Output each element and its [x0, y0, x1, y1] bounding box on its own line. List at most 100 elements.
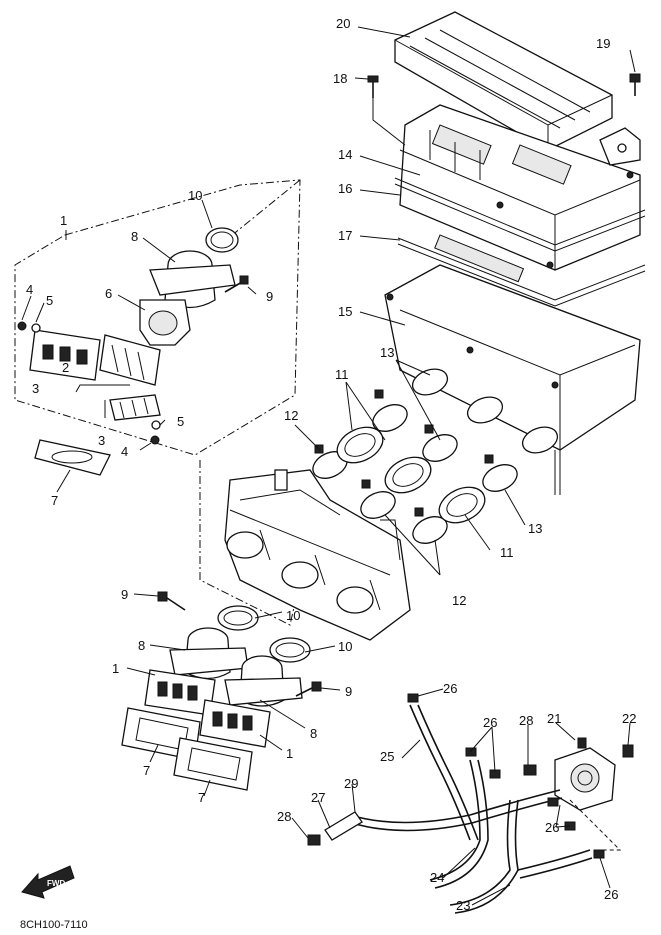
hose-clamp-10b — [217, 605, 259, 631]
callout-23: 23 — [456, 898, 470, 913]
callout-28b: 28 — [519, 713, 533, 728]
reed-stopper-3b — [109, 394, 161, 421]
callout-7b: 7 — [143, 763, 150, 778]
callout-8b: 8 — [138, 638, 145, 653]
callout-7c: 7 — [198, 790, 205, 805]
hose-clamp-10a — [205, 227, 239, 253]
callout-19: 19 — [596, 36, 610, 51]
callout-17: 17 — [338, 228, 352, 243]
diagram-code: 8CH100-7110 — [20, 919, 88, 931]
callout-1b: 1 — [112, 661, 119, 676]
callout-10c: 10 — [338, 639, 352, 654]
callout-8a: 8 — [131, 229, 138, 244]
hose-clamp-13a — [372, 389, 408, 432]
callout-18: 18 — [333, 71, 347, 86]
screw-4a — [17, 321, 27, 331]
hose-23 — [449, 799, 593, 914]
callout-4a: 4 — [26, 282, 33, 297]
callout-11b: 11 — [500, 545, 514, 560]
washer-5a — [31, 323, 41, 333]
callout-14: 14 — [338, 147, 352, 162]
callout-20: 20 — [336, 16, 350, 31]
callout-1a: 1 — [60, 213, 67, 228]
callout-9a: 9 — [266, 289, 273, 304]
callout-26d: 26 — [604, 887, 618, 902]
intake-boot-11b — [384, 456, 432, 494]
callout-5b: 5 — [177, 414, 184, 429]
hose-clamp-13c — [482, 454, 518, 492]
callout-3b: 3 — [98, 433, 105, 448]
callout-29: 29 — [344, 776, 358, 791]
callout-6: 6 — [105, 286, 112, 301]
callout-12b: 12 — [452, 593, 466, 608]
hose-27 — [324, 811, 363, 841]
callout-25: 25 — [380, 749, 394, 764]
air-filter-case-upper-14 — [399, 104, 641, 271]
intake-boot-11c — [438, 486, 486, 524]
callout-labels: 20 19 18 14 16 17 15 10 1 8 9 6 4 5 3 2 … — [26, 16, 636, 913]
callout-10a: 10 — [188, 188, 202, 203]
callout-28a: 28 — [277, 809, 291, 824]
callout-1c: 1 — [286, 746, 293, 761]
clip-26a — [407, 693, 419, 703]
nut-22 — [622, 744, 634, 758]
callout-5a: 5 — [46, 293, 53, 308]
callout-13a: 13 — [380, 345, 394, 360]
callout-12a: 12 — [284, 408, 298, 423]
callout-16: 16 — [338, 181, 352, 196]
bolt-9c — [295, 681, 322, 697]
callout-27: 27 — [311, 790, 325, 805]
air-filter-element-17 — [397, 234, 646, 307]
callout-4b: 4 — [121, 444, 128, 459]
callout-15: 15 — [338, 304, 352, 319]
callout-21: 21 — [547, 711, 561, 726]
screw-4b — [150, 435, 160, 445]
screw-18 — [367, 75, 379, 98]
reed-valve-1b — [144, 669, 216, 716]
bolt-9a — [224, 275, 249, 293]
reed-valve-3a — [29, 329, 101, 381]
callout-22: 22 — [622, 711, 636, 726]
gasket-7a — [34, 439, 111, 476]
callout-24: 24 — [430, 870, 444, 885]
intake-joint-8c — [224, 655, 303, 707]
hose-clamp-13b — [422, 424, 458, 462]
bolt-9b — [157, 591, 186, 611]
carburetor-assembly — [199, 460, 411, 641]
intake-joint-8a — [149, 250, 236, 309]
fuel-pump-21 — [554, 737, 616, 811]
reed-valve-1c — [199, 699, 271, 748]
callout-11a: 11 — [335, 367, 349, 382]
clip-28a — [307, 834, 321, 846]
bolt-19 — [629, 73, 641, 96]
clip-26d — [593, 849, 605, 859]
washer-5b — [151, 420, 161, 430]
callout-2: 2 — [62, 360, 69, 375]
fwd-arrow-icon: FWD — [21, 865, 75, 899]
intake-boot-11a — [336, 426, 384, 464]
gasket-16 — [394, 177, 646, 252]
callout-10b: 10 — [286, 608, 300, 623]
reed-valve-2 — [99, 334, 161, 386]
air-filter-cover-20 — [394, 11, 613, 151]
hose-clamp-12b — [360, 479, 396, 519]
callout-26a: 26 — [443, 681, 457, 696]
callout-26c: 26 — [545, 820, 559, 835]
hose-24 — [429, 759, 489, 889]
callout-9c: 9 — [345, 684, 352, 699]
callout-13b: 13 — [528, 521, 542, 536]
gasket-7c — [173, 737, 253, 791]
hose-29 — [349, 789, 563, 832]
callout-8c: 8 — [310, 726, 317, 741]
clip-28b — [523, 764, 537, 776]
hose-clamp-10c — [269, 637, 311, 663]
callout-7a: 7 — [51, 493, 58, 508]
leader-lines — [21, 26, 636, 906]
callout-9b: 9 — [121, 587, 128, 602]
intake-joint-8b — [169, 627, 249, 680]
plate-6 — [139, 299, 191, 346]
air-filter-case-lower-15 — [384, 264, 641, 495]
callout-26b: 26 — [483, 715, 497, 730]
